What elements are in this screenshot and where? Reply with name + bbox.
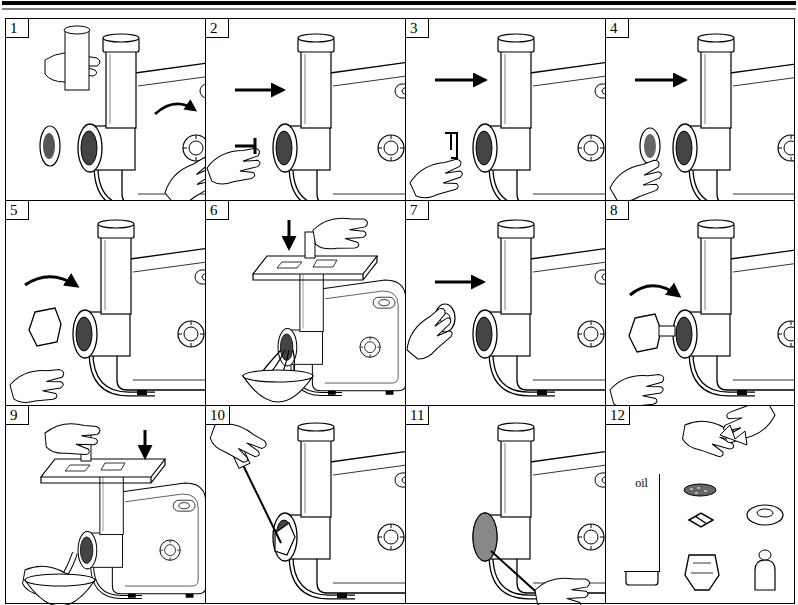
food-tray [41, 459, 165, 483]
turn-arrow [155, 104, 195, 114]
insert-arrow [435, 79, 485, 82]
step-illustration [473, 423, 637, 605]
step-illustration [8, 220, 237, 409]
step-number: 7 [406, 201, 429, 220]
step-number: 3 [406, 19, 429, 38]
step-illustration [407, 34, 637, 209]
ring-nut [629, 314, 661, 352]
ring-nut [43, 133, 55, 159]
step-illustration [40, 26, 242, 212]
ring-nut [40, 126, 60, 166]
bottle-label: oil [624, 474, 660, 572]
hand [205, 142, 268, 191]
step-illustration [243, 213, 406, 402]
meat-grinder [78, 461, 206, 598]
step-panel: 3 [405, 18, 606, 201]
insert-arrow [435, 281, 483, 284]
hand [401, 303, 461, 366]
step-illustration [206, 418, 437, 598]
food-pusher [305, 232, 315, 258]
hand [44, 421, 102, 458]
step-panel: 6 [205, 200, 406, 406]
food-pusher [755, 560, 775, 590]
cutter-blade [689, 513, 713, 527]
top-rule [2, 1, 796, 5]
meat-grinder [473, 423, 637, 598]
step-illustration [681, 393, 783, 590]
mincing-plate [690, 488, 707, 493]
top-rule [2, 8, 796, 9]
hand [8, 364, 69, 409]
push-arrow [288, 220, 291, 248]
hand [407, 153, 470, 205]
hand [715, 393, 779, 448]
turn-arrow [630, 286, 679, 296]
hand [206, 418, 269, 467]
cutter-blade [445, 133, 457, 158]
meat-grinder [473, 34, 637, 209]
step-number: 10 [206, 406, 230, 425]
feed-tube [65, 30, 89, 90]
ring-nut [29, 308, 61, 346]
cutter-blade [720, 425, 747, 445]
step-panel: 11 [405, 405, 606, 604]
step-panel: 9 [5, 405, 206, 604]
step-number: 11 [406, 406, 429, 425]
step-panel: 8 [605, 200, 795, 406]
bowl [243, 370, 313, 402]
oil-bottle: oil [624, 474, 660, 586]
step-panel: 2 [205, 18, 406, 201]
mincing-plate [640, 128, 660, 164]
step-panel: 7 [405, 200, 606, 406]
step-panel: 1 [5, 18, 206, 201]
step-panel: oil 12 [605, 405, 795, 604]
meat-grinder [673, 220, 798, 395]
insert-arrow [635, 79, 685, 82]
separator [757, 509, 773, 517]
mincing-plate [644, 134, 656, 158]
bowl [25, 574, 95, 605]
step-number: 12 [606, 406, 630, 425]
food-pusher [759, 550, 771, 560]
step-illustration [608, 220, 798, 414]
insert-arrow [235, 89, 283, 92]
ring-nut [691, 563, 713, 573]
food-tray [253, 256, 377, 280]
step-panel: 10 [205, 405, 406, 604]
brush [243, 465, 281, 543]
sausage-nozzle [659, 326, 675, 336]
screw-part [235, 138, 255, 154]
hand [534, 573, 594, 605]
step-number: 9 [6, 406, 29, 425]
hand [312, 213, 372, 254]
step-illustration [205, 34, 437, 209]
step-panel: 4 [605, 18, 795, 201]
step-number: 1 [6, 19, 29, 38]
meat-grinder [273, 423, 437, 598]
meat-grinder [73, 220, 237, 395]
step-illustration [401, 220, 637, 395]
step-panel: 5 [5, 200, 206, 406]
step-number: 2 [206, 19, 229, 38]
feed-tube [64, 26, 90, 34]
meat-grinder [473, 220, 637, 395]
step-illustration [21, 421, 206, 605]
step-number: 5 [6, 201, 29, 220]
mincing-plate [684, 484, 716, 496]
separator [747, 505, 783, 525]
meat-grinder [673, 34, 798, 209]
ring-nut [685, 555, 719, 590]
step-number: 6 [206, 201, 229, 220]
step-number: 8 [606, 201, 629, 220]
step-number: 4 [606, 19, 629, 38]
push-arrow [144, 430, 147, 457]
turn-arrow [25, 277, 77, 286]
step-illustration [606, 34, 798, 210]
